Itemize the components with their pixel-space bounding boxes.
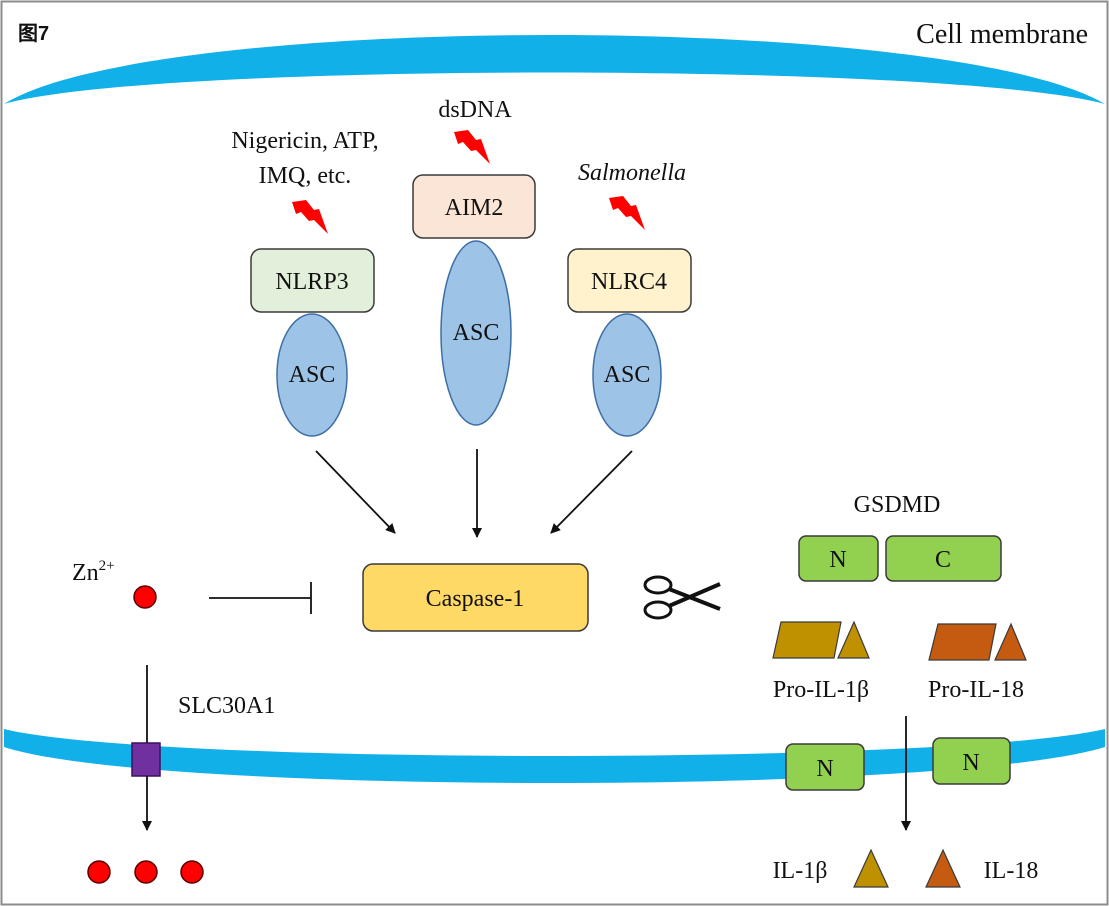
zinc-ion xyxy=(134,860,158,884)
arrow-nlrp3-to-caspase xyxy=(315,450,396,534)
pro-il-1b-label: Pro-IL-1β xyxy=(773,677,869,703)
pro-il-1b-triangle xyxy=(837,620,870,659)
caspase-1-label: Caspase-1 xyxy=(426,586,525,612)
gsdmd-c-domain xyxy=(885,535,1002,582)
aim2-box xyxy=(412,174,536,239)
zinc-ion xyxy=(87,860,111,884)
asc-label: ASC xyxy=(289,362,336,388)
aim2-label: AIM2 xyxy=(445,195,504,221)
il-1b-label: IL-1β xyxy=(773,858,828,884)
nlrp3-stimulus-line1: Nigericin, ATP, xyxy=(231,128,378,154)
pro-il-18-triangle xyxy=(994,622,1027,661)
arrow-nlrc4-to-caspase xyxy=(550,450,633,534)
lightning-bolt-icon xyxy=(609,196,645,230)
scissors-icon xyxy=(643,575,721,620)
lightning-bolt-icon xyxy=(292,200,328,234)
cell-membrane-label: Cell membrane xyxy=(916,19,1088,50)
il-1b-triangle xyxy=(853,848,889,888)
nlrc4-label: NLRC4 xyxy=(591,269,667,295)
asc-ellipse-nlrc4 xyxy=(592,313,662,437)
figure-label: 图7 xyxy=(18,22,49,45)
slc30a1-transporter xyxy=(131,742,161,777)
zinc-ion xyxy=(180,860,204,884)
gsdmd-n-pore xyxy=(932,737,1011,785)
lightning-bolt-icon xyxy=(454,130,490,164)
asc-label: ASC xyxy=(604,362,651,388)
asc-label: ASC xyxy=(453,320,500,346)
nlrc4-stimulus: Salmonella xyxy=(578,160,686,186)
gsdmd-pore-label: N xyxy=(816,756,833,782)
nlrp3-box xyxy=(250,248,375,313)
gsdmd-label: GSDMD xyxy=(854,492,941,518)
aim2-stimulus: dsDNA xyxy=(438,97,512,123)
zinc-label: Zn2+ xyxy=(72,558,115,586)
il-18-triangle xyxy=(925,848,961,888)
gsdmd-n-domain xyxy=(798,535,879,582)
nlrp3-stimulus-line2: IMQ, etc. xyxy=(259,163,352,189)
nlrc4-box xyxy=(567,248,692,313)
caspase-1-box xyxy=(362,563,589,632)
il-18-label: IL-18 xyxy=(984,858,1039,884)
top-membrane xyxy=(4,35,1105,104)
pro-il-1b-prodomain xyxy=(772,621,842,659)
asc-ellipse-aim2 xyxy=(440,240,512,426)
gsdmd-c-label: C xyxy=(935,547,951,573)
asc-ellipse-nlrp3 xyxy=(276,313,348,437)
zinc-ion xyxy=(133,585,157,609)
slc30a1-label: SLC30A1 xyxy=(178,693,275,719)
gsdmd-n-pore xyxy=(785,743,865,791)
gsdmd-n-label: N xyxy=(829,547,846,573)
pro-il-18-prodomain xyxy=(928,623,997,661)
gsdmd-pore-label: N xyxy=(962,750,979,776)
nlrp3-label: NLRP3 xyxy=(275,269,348,295)
pro-il-18-label: Pro-IL-18 xyxy=(928,677,1024,703)
